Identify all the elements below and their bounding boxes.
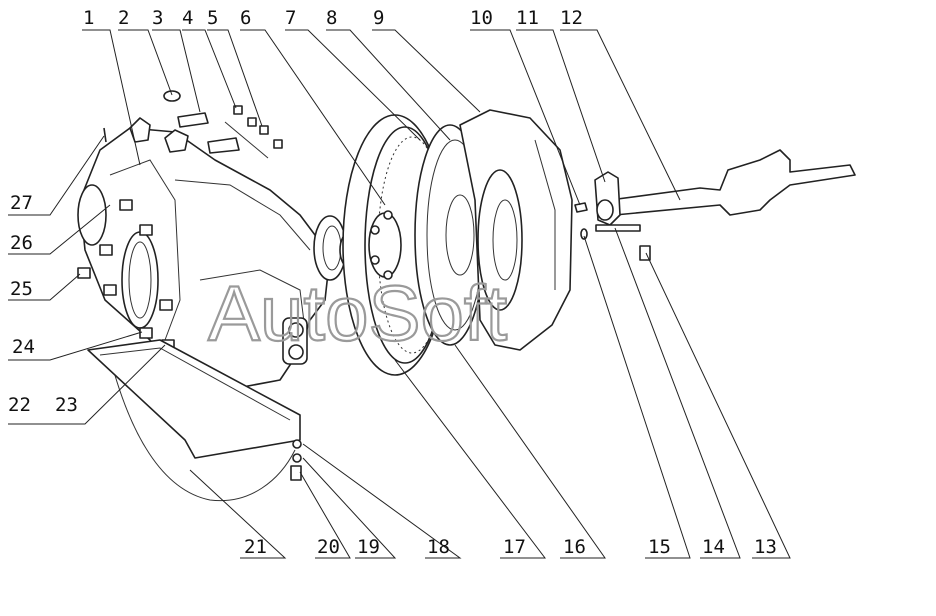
callout-5: 5 [207,7,218,29]
callout-11: 11 [516,7,539,29]
callout-12: 12 [560,7,583,29]
callout-26: 26 [10,232,33,254]
callout-17: 17 [503,536,526,558]
callout-2: 2 [118,7,129,29]
callout-22: 22 [8,394,31,416]
callout-numbers: 1 2 3 4 5 6 7 8 9 10 11 12 13 14 15 16 1… [8,7,777,558]
callout-10: 10 [470,7,493,29]
callout-7: 7 [285,7,296,29]
watermark-text: AutoSoft [208,269,508,357]
callout-3: 3 [152,7,163,29]
callout-13: 13 [754,536,777,558]
callout-27: 27 [10,192,33,214]
callout-6: 6 [240,7,251,29]
callout-20: 20 [317,536,340,558]
callout-18: 18 [427,536,450,558]
callout-23: 23 [55,394,78,416]
callout-14: 14 [702,536,725,558]
callout-1: 1 [83,7,94,29]
callout-9: 9 [373,7,384,29]
callout-16: 16 [563,536,586,558]
callout-19: 19 [357,536,380,558]
callout-8: 8 [326,7,337,29]
housing-bottom-cover [87,339,301,502]
callout-21: 21 [244,536,267,558]
fasteners [77,90,302,481]
release-fork-shaft [574,149,856,261]
leader-lines [8,29,791,559]
callout-4: 4 [182,7,193,29]
callout-15: 15 [648,536,671,558]
callout-24: 24 [12,336,35,358]
callout-25: 25 [10,278,33,300]
pressure-plate-cover [459,109,573,351]
